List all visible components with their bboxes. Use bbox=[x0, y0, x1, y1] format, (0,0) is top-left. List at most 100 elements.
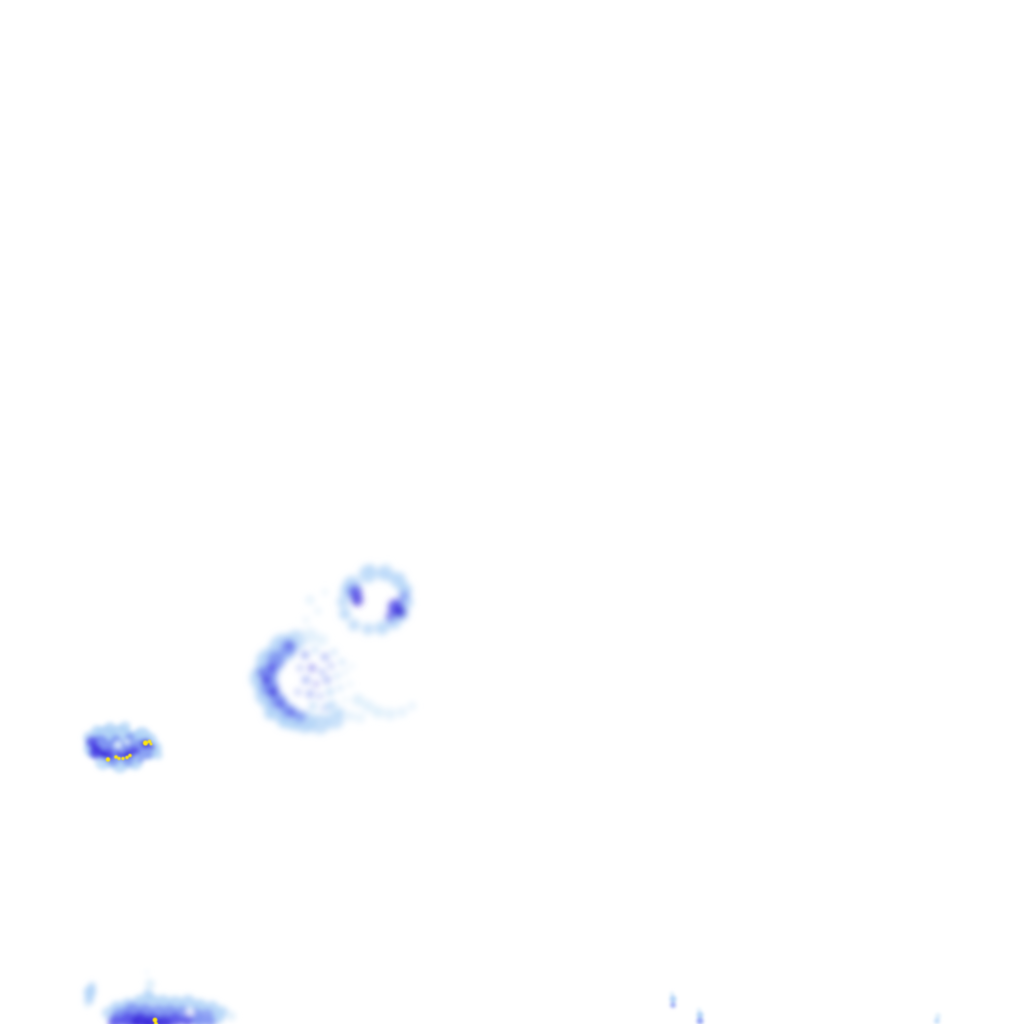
radar-echo-point bbox=[261, 675, 271, 685]
radar-echo-point bbox=[313, 681, 319, 687]
radar-echo-point bbox=[696, 1011, 704, 1019]
radar-echo-point bbox=[339, 608, 351, 620]
radar-echo-point bbox=[321, 653, 329, 661]
radar-echo-point bbox=[316, 634, 328, 646]
radar-echo-point bbox=[352, 694, 364, 706]
radar-echo-point bbox=[312, 647, 318, 653]
radar-echo-point bbox=[337, 685, 343, 691]
radar-echo-point bbox=[351, 594, 363, 606]
radar-echo-point bbox=[362, 700, 374, 712]
radar-echo-point bbox=[309, 702, 317, 710]
radar-echo-point bbox=[289, 719, 301, 731]
radar-echo-point bbox=[397, 707, 407, 717]
radar-echo-point bbox=[193, 1016, 205, 1024]
radar-echo-point bbox=[114, 741, 122, 749]
radar-echo-point bbox=[90, 742, 96, 748]
radar-echo-point bbox=[308, 664, 316, 672]
radar-echo-point bbox=[124, 739, 130, 745]
radar-echo-point bbox=[301, 651, 309, 659]
radar-echo-point bbox=[286, 641, 294, 649]
radar-cells-root bbox=[83, 563, 941, 1024]
radar-echo-point bbox=[334, 673, 340, 679]
radar-echo-point bbox=[306, 596, 314, 604]
radar-echo-point bbox=[88, 982, 96, 990]
radar-echo-point bbox=[302, 676, 310, 684]
radar-echo-point bbox=[91, 725, 103, 737]
radar-echo-point bbox=[399, 591, 409, 601]
radar-echo-point bbox=[306, 690, 314, 698]
radar-hail-marks-west-core bbox=[105, 739, 153, 762]
radar-echo-point bbox=[164, 1020, 172, 1024]
radar-echo-point bbox=[152, 1017, 158, 1023]
radar-echo-point bbox=[362, 623, 374, 635]
radar-echo-point bbox=[355, 713, 365, 723]
radar-echo-point bbox=[257, 669, 263, 675]
radar-echo-point bbox=[934, 1018, 940, 1024]
radar-echo-point bbox=[348, 619, 360, 631]
radar-echo-point bbox=[670, 1002, 676, 1008]
radar-echo-point bbox=[297, 665, 303, 671]
radar-echo-point bbox=[125, 755, 129, 760]
radar-echo-point bbox=[394, 606, 406, 618]
radar-cell-central-diffuse-cluster bbox=[250, 563, 416, 734]
radar-echo-point bbox=[303, 722, 313, 732]
radar-echo-point bbox=[119, 721, 131, 733]
radar-echo-point bbox=[117, 756, 121, 761]
radar-echo-point bbox=[84, 1002, 90, 1008]
radar-echo-point bbox=[377, 565, 393, 581]
radar-echo-point bbox=[310, 714, 330, 734]
radar-echo-point bbox=[349, 663, 355, 669]
radar-echo-point bbox=[696, 1017, 704, 1024]
radar-echo-point bbox=[669, 995, 677, 1003]
radar-echo-point bbox=[145, 979, 155, 989]
radar-echo-point bbox=[181, 1015, 193, 1024]
radar-echo-point bbox=[147, 739, 152, 744]
radar-echo-point bbox=[133, 754, 139, 760]
radar-echo-point bbox=[295, 689, 301, 695]
radar-echo-point bbox=[102, 1007, 114, 1019]
radar-cell-southwest-edge-cluster bbox=[84, 970, 236, 1024]
radar-echo-point bbox=[342, 669, 348, 675]
radar-echo-point bbox=[337, 596, 349, 608]
radar-echo-point bbox=[342, 697, 348, 703]
radar-echo-point bbox=[146, 994, 158, 1006]
radar-echo-point bbox=[319, 669, 325, 675]
radar-echo-point bbox=[119, 747, 125, 753]
radar-echo-point bbox=[277, 716, 289, 728]
radar-echo-point bbox=[375, 621, 389, 635]
radar-echo-point bbox=[935, 1013, 941, 1019]
radar-echo-point bbox=[153, 750, 163, 760]
radar-echo-point bbox=[186, 1008, 194, 1016]
radar-echo-point bbox=[168, 1013, 182, 1024]
radar-echo-point bbox=[408, 702, 416, 710]
radar-echo-point bbox=[121, 756, 125, 761]
radar-echo-point bbox=[331, 649, 337, 655]
radar-echo-point bbox=[367, 564, 375, 572]
radar-echo-point bbox=[384, 708, 396, 720]
radar-echo-point bbox=[226, 1011, 236, 1021]
radar-echo-point bbox=[204, 1016, 216, 1024]
radar-echo-point bbox=[105, 757, 111, 762]
radar-echo-point bbox=[315, 608, 321, 614]
radar-echo-point bbox=[385, 563, 391, 569]
radar-echo-point bbox=[303, 617, 309, 623]
radar-echo-point bbox=[326, 688, 334, 696]
radar-echo-point bbox=[104, 722, 116, 734]
radar-echo-point bbox=[335, 707, 345, 717]
radar-echo-point bbox=[385, 612, 395, 622]
radar-echo-point bbox=[328, 663, 334, 669]
radar-echo-point bbox=[347, 681, 353, 687]
radar-echo-point bbox=[322, 589, 328, 595]
radar-echo-point bbox=[131, 1018, 141, 1024]
radar-echo-point bbox=[143, 749, 153, 759]
radar-echo-point bbox=[114, 755, 118, 759]
radar-echo-point bbox=[268, 687, 278, 697]
radar-echo-point bbox=[277, 700, 285, 708]
radar-echo-point bbox=[325, 701, 335, 711]
radar-echo-point bbox=[317, 693, 323, 699]
radar-echo-point bbox=[669, 991, 675, 997]
radar-echo-point bbox=[339, 659, 345, 665]
radar-echo-point bbox=[149, 742, 153, 746]
